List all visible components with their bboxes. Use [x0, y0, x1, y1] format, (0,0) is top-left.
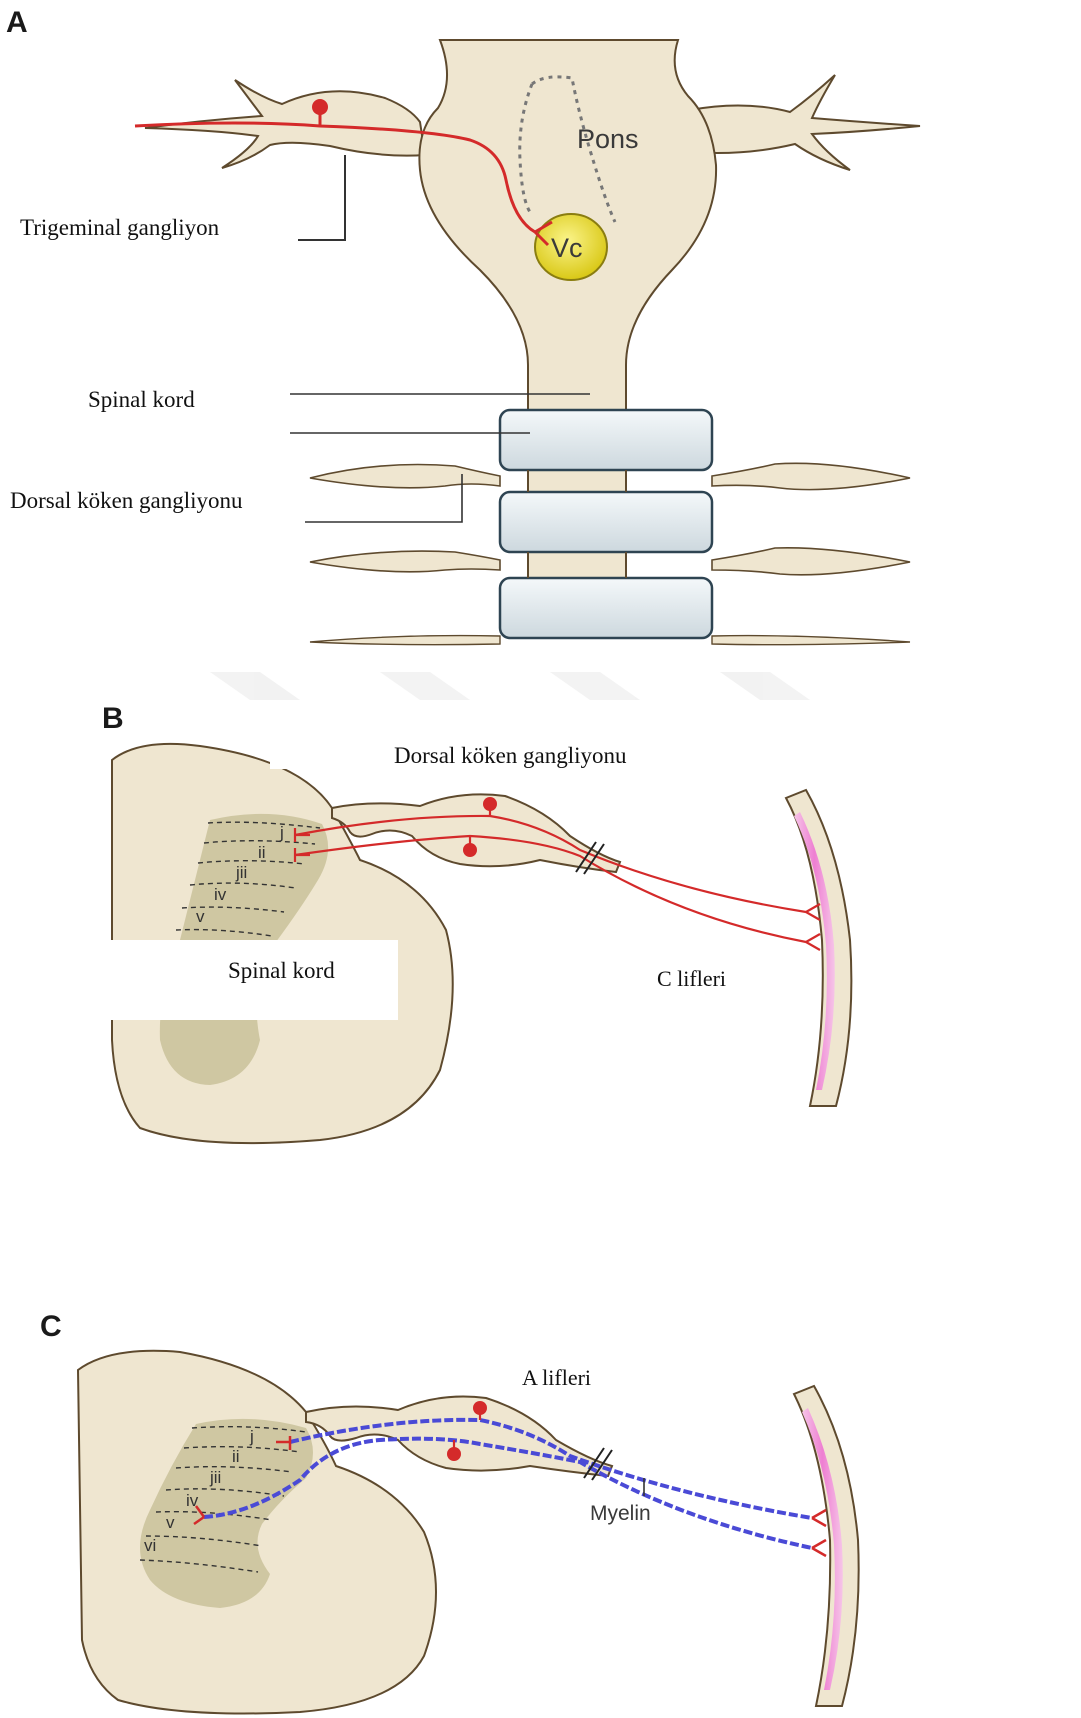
neuron-cell-body-icon	[312, 99, 328, 115]
lamina-label: j	[249, 1427, 254, 1446]
spinal-cord-caption-b: Spinal kord	[228, 958, 335, 983]
dorsal-root-b	[332, 794, 620, 872]
panel-c: C j ii jii iv v vi	[40, 1310, 859, 1714]
lamina-label: ii	[232, 1447, 240, 1466]
lamina-label: jii	[235, 863, 247, 882]
lamina-label: iv	[214, 885, 227, 904]
lamina-label: ii	[258, 843, 266, 862]
trigeminal-caption: Trigeminal gangliyon	[20, 215, 220, 240]
panel-b: B j ii jii iv v	[102, 702, 851, 1143]
dorsal-root-c	[306, 1397, 612, 1477]
panel-separator	[210, 672, 810, 700]
myelin-label: Myelin	[590, 1502, 651, 1525]
lamina-label: v	[196, 907, 205, 926]
vertebra-1	[500, 410, 712, 470]
panel-c-letter: C	[40, 1310, 62, 1343]
neuron-cell-body-icon	[463, 843, 477, 857]
panel-b-letter: B	[102, 702, 124, 735]
vertebra-2	[500, 492, 712, 552]
neuron-cell-body-icon	[473, 1401, 487, 1415]
lamina-label: v	[166, 1513, 175, 1532]
lamina-label: j	[279, 823, 284, 842]
lamina-label: vi	[144, 1536, 156, 1555]
neuron-cell-body-icon	[447, 1447, 461, 1461]
c-fibers-caption: C lifleri	[657, 966, 726, 991]
pons-label: Pons	[577, 124, 639, 154]
panel-a: A Pons Vc	[6, 6, 920, 645]
lamina-label: jii	[209, 1468, 221, 1487]
neuron-cell-body-icon	[483, 797, 497, 811]
drg-caption: Dorsal köken gangliyonu	[10, 488, 243, 513]
a-fibers-caption: A lifleri	[522, 1365, 591, 1390]
vertebra-3	[500, 578, 712, 638]
right-trigeminal-nerve	[690, 75, 920, 170]
drg-caption-b: Dorsal köken gangliyonu	[394, 743, 627, 768]
trigeminal-leader-line	[298, 155, 345, 240]
panel-a-letter: A	[6, 6, 28, 39]
spinal-cord-caption: Spinal kord	[88, 387, 195, 412]
vc-label: Vc	[551, 233, 583, 263]
